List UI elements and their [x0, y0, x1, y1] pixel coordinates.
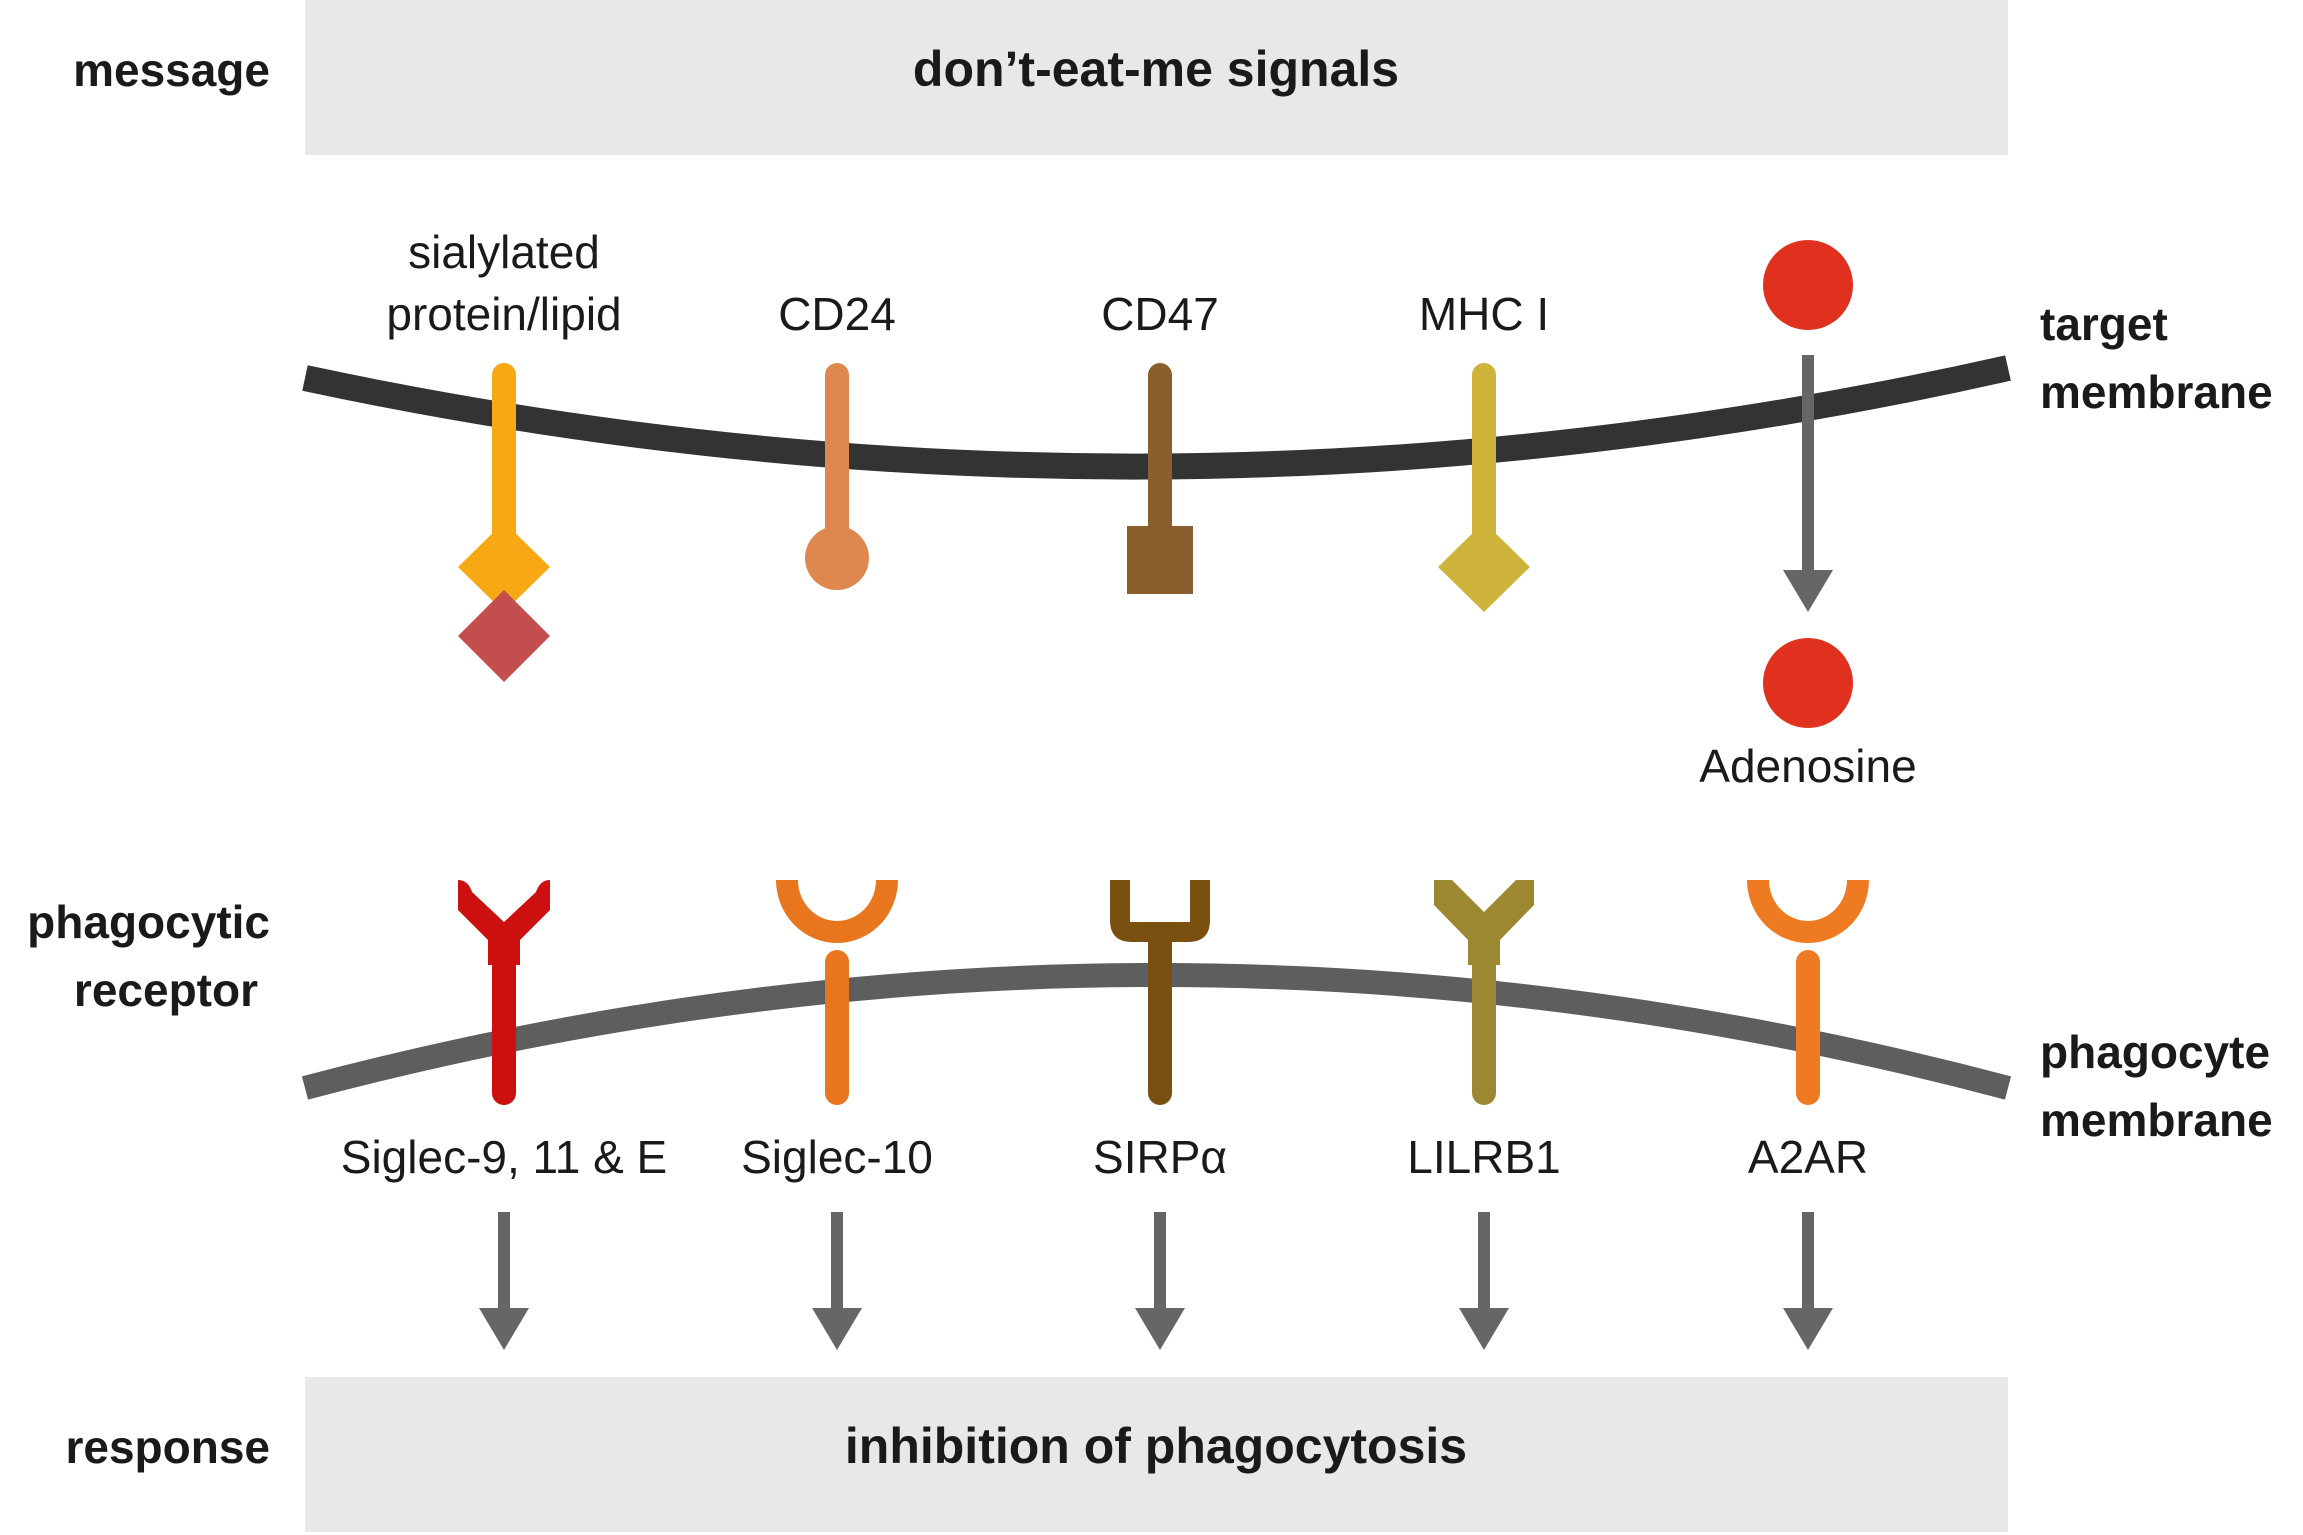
receptor-label-siglec-9-11-e: Siglec-9, 11 & E — [341, 1131, 667, 1183]
top-banner — [305, 0, 2008, 155]
phagocytic-receptor-label-line2: receptor — [74, 964, 258, 1016]
signal-label-sialylated-line1: sialylated — [408, 226, 600, 278]
receptor-sirpa — [1110, 880, 1210, 1105]
response-arrow-1 — [479, 1212, 529, 1350]
receptor-label-sirpa: SIRPα — [1093, 1131, 1227, 1183]
receptor-label-a2ar: A2AR — [1748, 1131, 1868, 1183]
response-arrow-2 — [812, 1212, 862, 1350]
top-banner-text: don’t-eat-me signals — [913, 41, 1399, 97]
receptor-lilrb1 — [1434, 880, 1534, 1105]
receptor-a2ar — [1747, 879, 1869, 1105]
signal-mhc1 — [1438, 363, 1530, 612]
phagocyte-membrane-label-line1: phagocyte — [2040, 1026, 2270, 1078]
response-arrow-5 — [1783, 1212, 1833, 1350]
signal-label-sialylated-line2: protein/lipid — [386, 288, 621, 340]
adenosine-source-dot — [1763, 240, 1853, 330]
receptor-siglec-10 — [776, 879, 898, 1105]
receptor-label-siglec-10: Siglec-10 — [741, 1131, 933, 1183]
adenosine-dot — [1763, 638, 1853, 728]
target-membrane-label-line1: target — [2040, 298, 2168, 350]
response-arrow-3 — [1135, 1212, 1185, 1350]
signal-label-mhc1: MHC I — [1419, 288, 1549, 340]
phagocytic-receptor-label-line1: phagocytic — [27, 896, 270, 948]
phagocyte-membrane-label-line2: membrane — [2040, 1094, 2273, 1146]
bottom-banner-text: inhibition of phagocytosis — [845, 1418, 1467, 1474]
receptor-label-lilrb1: LILRB1 — [1407, 1131, 1560, 1183]
signal-sialylated — [458, 363, 550, 682]
receptor-siglec-9-11-e — [458, 880, 550, 1105]
target-membrane-label-line2: membrane — [2040, 366, 2273, 418]
message-label: message — [73, 44, 270, 96]
response-arrow-4 — [1459, 1212, 1509, 1350]
adenosine-release-arrow — [1783, 355, 1833, 612]
signal-label-cd47: CD47 — [1101, 288, 1219, 340]
bottom-banner — [305, 1377, 2008, 1532]
signal-label-cd24: CD24 — [778, 288, 896, 340]
adenosine-label: Adenosine — [1699, 740, 1916, 792]
signal-cd47 — [1127, 363, 1193, 594]
signal-cd24 — [805, 363, 869, 590]
response-label: response — [65, 1421, 270, 1473]
